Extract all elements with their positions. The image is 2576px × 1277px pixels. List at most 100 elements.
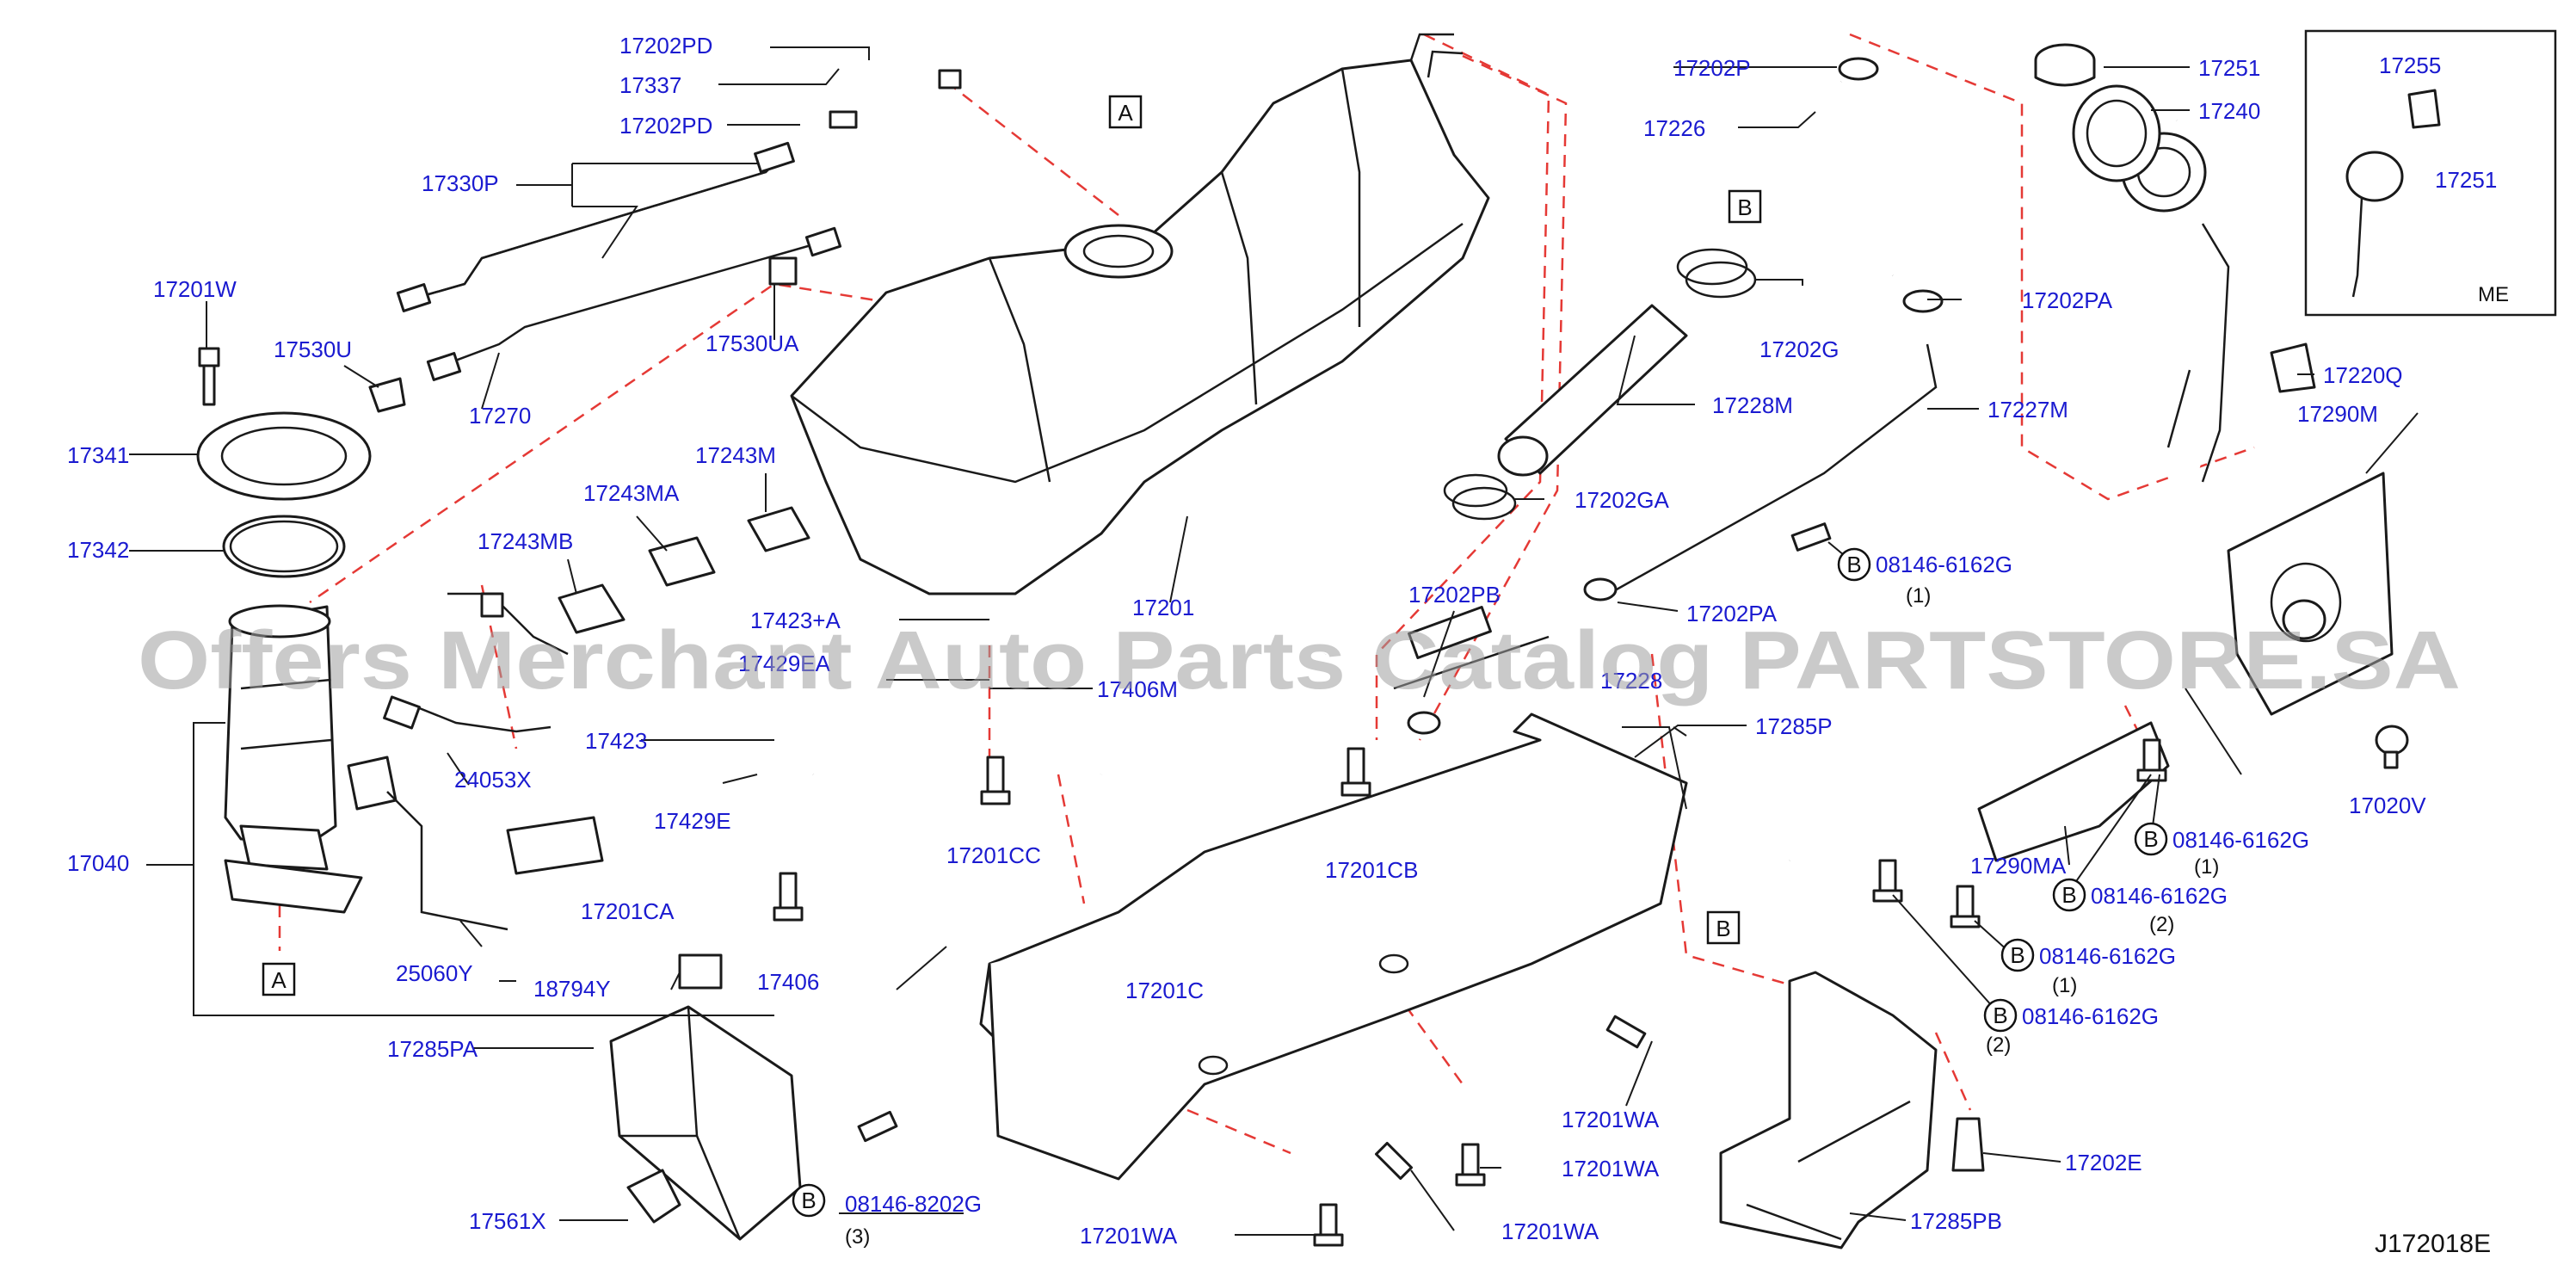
part-label-17330p: 17330P bbox=[422, 170, 499, 196]
svg-text:B: B bbox=[1993, 1002, 2007, 1028]
ref-box-b-top: B bbox=[1728, 189, 1762, 224]
part-label-17228m: 17228M bbox=[1712, 392, 1793, 418]
part-label-17040: 17040 bbox=[67, 850, 129, 876]
bolt-marker-circles: B B B B B B bbox=[792, 547, 2168, 1218]
part-label-08146-6162g-a: 08146-6162G bbox=[1876, 552, 2012, 577]
filler-housing-17290m bbox=[2227, 472, 2394, 716]
part-label-17201c: 17201C bbox=[1125, 978, 1204, 1003]
part-label-17341: 17341 bbox=[67, 442, 129, 468]
watermark: Offers Merchant Auto Parts Catalog PARTS… bbox=[138, 614, 2461, 706]
part-labels: 17202PD 17337 17202PD 17330P 17201W 1753… bbox=[67, 33, 2426, 1249]
part-label-17201wa-mid: 17201WA bbox=[1562, 1107, 1660, 1132]
part-label-17220q: 17220Q bbox=[2323, 362, 2403, 388]
part-label-17201wa-b2: 17201WA bbox=[1562, 1156, 1660, 1181]
vent-hose-17226 bbox=[1793, 57, 1944, 313]
part-label-17202p: 17202P bbox=[1673, 55, 1751, 81]
part-label-17255: 17255 bbox=[2379, 52, 2441, 78]
part-label-17201cc: 17201CC bbox=[946, 842, 1041, 868]
svg-text:B: B bbox=[2061, 882, 2076, 908]
part-label-18794y: 18794Y bbox=[533, 976, 611, 1002]
qty-note-e: (2) bbox=[1986, 1033, 2011, 1057]
part-label-24053x: 24053X bbox=[454, 767, 532, 793]
part-label-17201cb: 17201CB bbox=[1325, 857, 1418, 883]
part-label-17202e: 17202E bbox=[2065, 1150, 2142, 1175]
tank-guard-17285p bbox=[979, 713, 1688, 1181]
qty-note-f: (3) bbox=[845, 1225, 870, 1249]
part-label-17429e: 17429E bbox=[654, 808, 731, 834]
part-label-17251-inset: 17251 bbox=[2435, 167, 2497, 193]
part-label-17201wa-b3: 17201WA bbox=[1501, 1218, 1599, 1244]
leader-lines bbox=[129, 46, 2470, 1236]
part-label-17423: 17423 bbox=[585, 728, 647, 754]
qty-note-a: (1) bbox=[1906, 584, 1931, 608]
part-label-17201w: 17201W bbox=[153, 276, 237, 302]
part-label-17290ma: 17290MA bbox=[1970, 853, 2067, 879]
fuel-pump-assembly bbox=[224, 604, 604, 931]
part-label-17285pb: 17285PB bbox=[1910, 1208, 2002, 1234]
bolts-17201wa bbox=[1313, 1015, 1647, 1247]
part-label-17406m: 17406M bbox=[1097, 676, 1178, 702]
part-label-17290m: 17290M bbox=[2297, 401, 2378, 427]
qty-note-d: (1) bbox=[2052, 974, 2077, 997]
part-label-17227m: 17227M bbox=[1987, 397, 2068, 423]
filler-hose-17228m bbox=[1497, 304, 1688, 477]
part-label-08146-8202g: 08146-8202G bbox=[845, 1191, 982, 1217]
inset-label: ME bbox=[2478, 283, 2509, 306]
qty-note-c: (2) bbox=[2149, 913, 2174, 936]
wiring-harness-24053x bbox=[383, 592, 569, 733]
ref-box-b-bottom: B bbox=[1706, 910, 1741, 945]
grommet-17020v bbox=[2375, 725, 2409, 769]
part-label-17202g: 17202G bbox=[1759, 336, 1840, 362]
part-label-17243mb: 17243MB bbox=[478, 528, 573, 554]
vapor-hose-17337 bbox=[768, 51, 962, 286]
part-label-17342: 17342 bbox=[67, 537, 129, 563]
part-label-17406: 17406 bbox=[757, 969, 819, 995]
part-label-17337: 17337 bbox=[619, 72, 681, 98]
part-label-17202pd-mid: 17202PD bbox=[619, 113, 712, 139]
clip-17202e bbox=[1951, 1117, 1985, 1172]
fuel-tank bbox=[790, 33, 1490, 595]
part-label-17202pb: 17202PB bbox=[1408, 582, 1501, 608]
bolt-17201w bbox=[198, 347, 220, 406]
part-label-17202pa-top: 17202PA bbox=[2022, 287, 2113, 313]
part-label-25060y: 25060Y bbox=[396, 960, 473, 986]
diagram-code: J172018E bbox=[2375, 1230, 2491, 1258]
part-label-08146-6162g-d: 08146-6162G bbox=[2039, 943, 2176, 969]
part-label-17020v: 17020V bbox=[2349, 793, 2426, 818]
part-label-17285pa: 17285PA bbox=[387, 1036, 478, 1062]
part-label-17226: 17226 bbox=[1643, 115, 1705, 141]
fuel-cap-17251 bbox=[2034, 43, 2096, 87]
svg-text:B: B bbox=[801, 1188, 816, 1213]
part-label-17270: 17270 bbox=[469, 403, 531, 429]
part-label-17228: 17228 bbox=[1600, 668, 1662, 694]
part-label-17202pd-top: 17202PD bbox=[619, 33, 712, 59]
lock-ring-and-gasket bbox=[196, 411, 372, 578]
clip-17202pa bbox=[1407, 577, 1618, 735]
seal-ring-17240 bbox=[2072, 84, 2161, 182]
part-label-17202pa-mid: 17202PA bbox=[1686, 601, 1778, 626]
filler-protector-17290ma bbox=[1977, 721, 2170, 862]
bolts-08146 bbox=[857, 522, 2167, 1143]
part-label-17243ma: 17243MA bbox=[583, 480, 680, 506]
part-label-08146-6162g-e: 08146-6162G bbox=[2022, 1003, 2159, 1029]
svg-text:A: A bbox=[271, 967, 287, 993]
part-label-17285p: 17285P bbox=[1755, 713, 1833, 739]
svg-text:B: B bbox=[1846, 552, 1861, 577]
svg-text:B: B bbox=[1716, 916, 1730, 941]
svg-text:A: A bbox=[1118, 100, 1133, 126]
clip-17561x bbox=[626, 1169, 681, 1224]
svg-text:B: B bbox=[2010, 942, 2024, 968]
assembly-dash-lines bbox=[278, 33, 2255, 1155]
svg-text:B: B bbox=[1737, 194, 1752, 220]
guard-17285pb bbox=[1719, 971, 1938, 1249]
inset-box-me: 17255 17251 ME bbox=[2304, 29, 2557, 317]
part-label-17202ga: 17202GA bbox=[1575, 487, 1670, 513]
part-label-17423a: 17423+A bbox=[750, 608, 841, 633]
part-label-17201wa-bottom: 17201WA bbox=[1080, 1223, 1178, 1249]
part-label-17251-top: 17251 bbox=[2198, 55, 2260, 81]
vent-tube-17227m bbox=[1393, 343, 1938, 690]
part-label-17201ca: 17201CA bbox=[581, 898, 675, 924]
part-label-17530u: 17530U bbox=[274, 336, 352, 362]
part-label-17561x: 17561X bbox=[469, 1208, 546, 1234]
